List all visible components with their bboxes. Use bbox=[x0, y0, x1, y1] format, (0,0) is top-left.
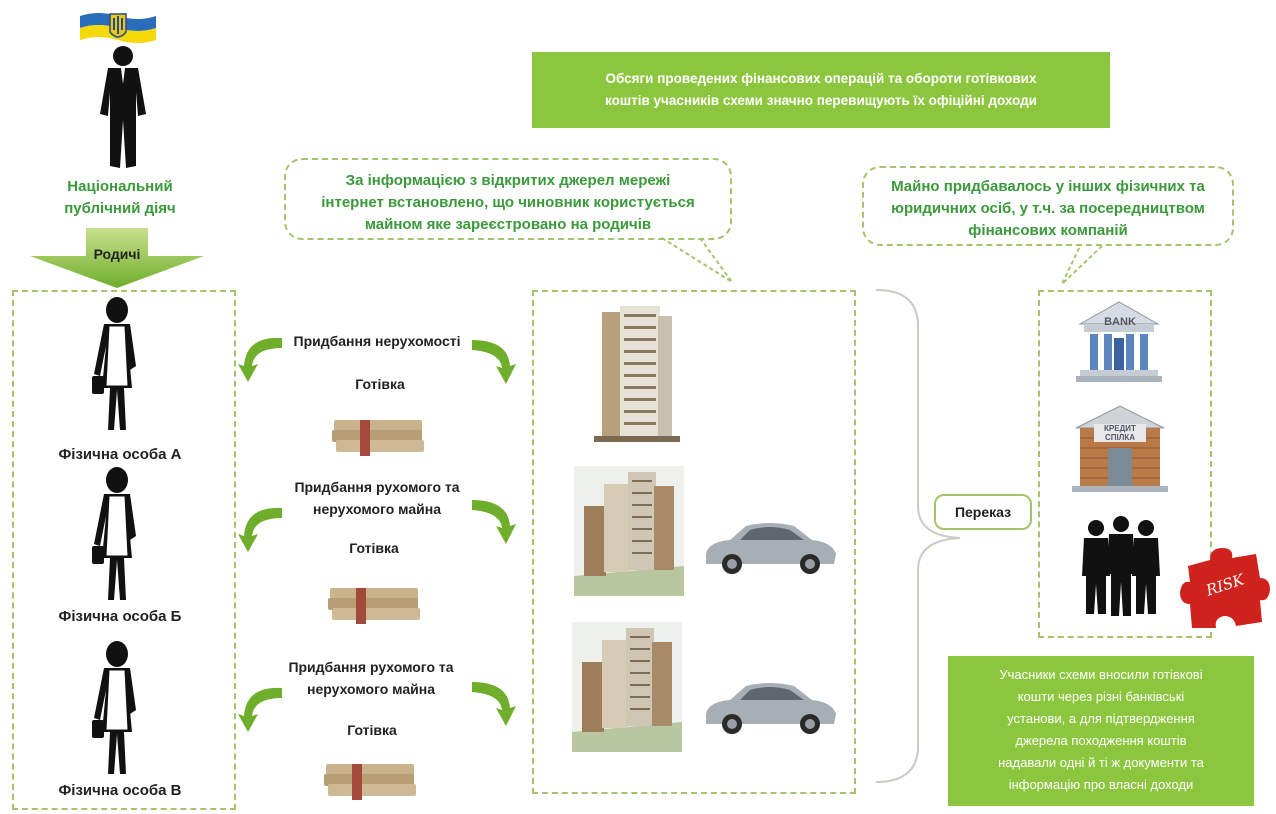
curved-arrow-left-icon bbox=[236, 680, 286, 734]
info-bubble-open-sources: За інформацією з відкритих джерел мережі… bbox=[284, 158, 732, 240]
top-info-box: Обсяги проведених фінансових операцій та… bbox=[532, 52, 1110, 128]
assets-frame bbox=[532, 290, 856, 794]
businessman-silhouette-icon bbox=[90, 44, 156, 172]
info-bubble-property-sources: Майно придбавалось у інших фізичних та ю… bbox=[862, 166, 1234, 246]
residential-complex-icon bbox=[574, 466, 684, 596]
woman-silhouette-icon bbox=[84, 640, 154, 778]
group-of-people-silhouette-icon bbox=[1080, 514, 1162, 618]
ukraine-emblem-icon bbox=[78, 10, 158, 44]
flow-1-purchase: Придбання нерухомості bbox=[293, 333, 461, 349]
curved-arrow-left-icon bbox=[236, 500, 286, 554]
bank-sign: BANK bbox=[1104, 316, 1136, 328]
relatives-label: Родичі bbox=[93, 246, 141, 262]
person-b-label: Фізична особа Б bbox=[58, 608, 182, 625]
curved-arrow-left-icon bbox=[236, 330, 286, 384]
flow-1-cash: Готівка bbox=[355, 376, 405, 392]
relatives-arrow bbox=[28, 226, 206, 290]
bubble-pointer bbox=[660, 236, 740, 286]
curved-arrow-right-icon bbox=[468, 496, 518, 550]
persons-frame bbox=[12, 290, 236, 810]
flow-2-purchase: Придбання рухомого та нерухомого майна bbox=[294, 479, 460, 517]
money-stack-icon bbox=[322, 760, 418, 804]
transfer-label: Переказ bbox=[934, 494, 1032, 530]
car-icon bbox=[700, 518, 840, 580]
risk-puzzle-icon bbox=[1180, 546, 1270, 630]
woman-silhouette-icon bbox=[84, 466, 154, 604]
official-label: Національний публічний діяч bbox=[64, 178, 176, 217]
high-rise-building-icon bbox=[594, 302, 680, 444]
money-stack-icon bbox=[326, 584, 422, 628]
car-icon bbox=[700, 678, 840, 740]
person-a-label: Фізична особа А bbox=[58, 446, 182, 463]
credit-union-sign: КРЕДИТ СПІЛКА bbox=[1094, 424, 1146, 442]
flow-2-cash: Готівка bbox=[349, 540, 399, 556]
flow-3-cash: Готівка bbox=[347, 722, 397, 738]
grouping-brace bbox=[870, 286, 970, 786]
woman-silhouette-icon bbox=[84, 296, 154, 434]
institutions-frame bbox=[1038, 290, 1212, 638]
money-stack-icon bbox=[330, 416, 426, 460]
bottom-info-box: Учасники схеми вносили готівкові кошти ч… bbox=[948, 656, 1254, 806]
credit-union-building-icon bbox=[1072, 404, 1168, 496]
curved-arrow-right-icon bbox=[468, 336, 518, 390]
bank-building-icon bbox=[1076, 298, 1162, 386]
bubble-pointer bbox=[1056, 244, 1106, 286]
person-c-label: Фізична особа В bbox=[58, 782, 182, 799]
flow-3-purchase: Придбання рухомого та нерухомого майна bbox=[288, 659, 454, 697]
residential-complex-icon bbox=[572, 622, 682, 752]
curved-arrow-right-icon bbox=[468, 678, 518, 732]
